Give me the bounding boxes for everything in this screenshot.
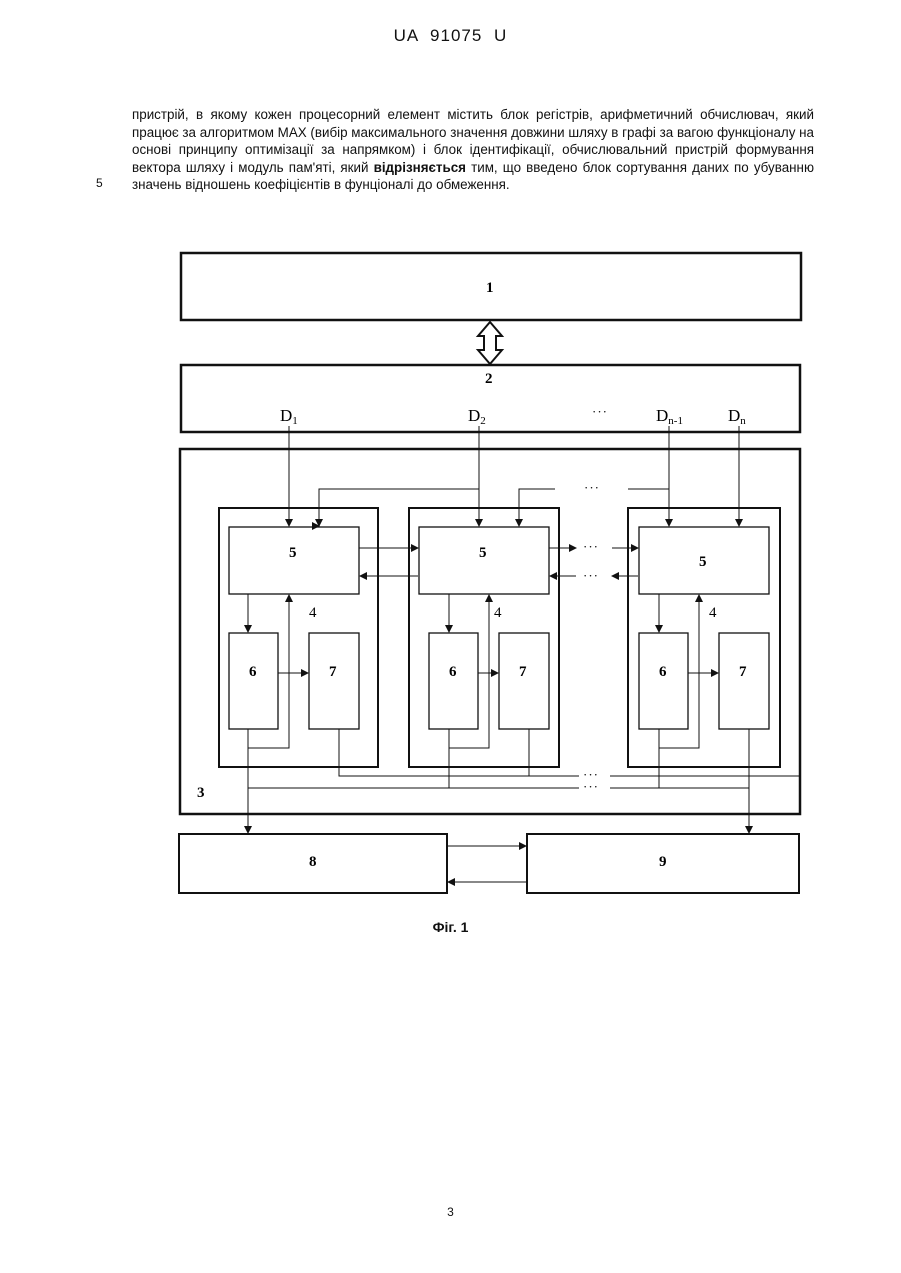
label-dn-1: Dn-1: [656, 406, 683, 427]
figure-caption: Фіг. 1: [0, 919, 901, 935]
block-7-pen: [719, 633, 769, 729]
processing-element-n: [628, 508, 780, 767]
label-block-4-pe1: 4: [309, 605, 317, 621]
block-3: [180, 449, 800, 814]
label-block-4-pen: 4: [709, 605, 717, 621]
label-block-2: 2: [485, 371, 493, 387]
ellipsis-backward: ···: [583, 568, 599, 583]
label-block-4-pe2: 4: [494, 605, 502, 621]
block-6-pe1: [229, 633, 278, 729]
label-d1: D1: [280, 406, 298, 427]
label-block-7-pe2: 7: [519, 664, 527, 680]
label-block-3: 3: [197, 785, 205, 801]
block-6-pen: [639, 633, 688, 729]
label-block-5-pen: 5: [699, 554, 707, 570]
label-d2: D2: [468, 406, 486, 427]
ellipsis-lower-bus-2: ···: [583, 779, 599, 794]
bidirectional-arrow-icon: [478, 322, 502, 364]
ellipsis-inputs: ···: [592, 404, 608, 419]
ellipsis-forward: ···: [583, 539, 599, 554]
processing-element-1: [219, 508, 378, 767]
label-block-1: 1: [486, 280, 494, 296]
label-block-9: 9: [659, 854, 667, 870]
label-dn: Dn: [728, 406, 746, 427]
label-block-8: 8: [309, 854, 317, 870]
label-block-6-pe1: 6: [249, 664, 257, 680]
label-block-6-pen: 6: [659, 664, 667, 680]
block-7-pe1: [309, 633, 359, 729]
label-block-6-pe2: 6: [449, 664, 457, 680]
ellipsis-upper-bus: ···: [584, 480, 600, 495]
label-block-7-pen: 7: [739, 664, 747, 680]
label-block-5-pe2: 5: [479, 545, 487, 561]
page-number: 3: [0, 1205, 901, 1219]
block-7-pe2: [499, 633, 549, 729]
label-block-5-pe1: 5: [289, 545, 297, 561]
label-block-7-pe1: 7: [329, 664, 337, 680]
block-diagram: 1 2 3 D1 D2 ··· Dn-1 Dn ··· ··· ··· ··· …: [0, 0, 901, 910]
block-6-pe2: [429, 633, 478, 729]
